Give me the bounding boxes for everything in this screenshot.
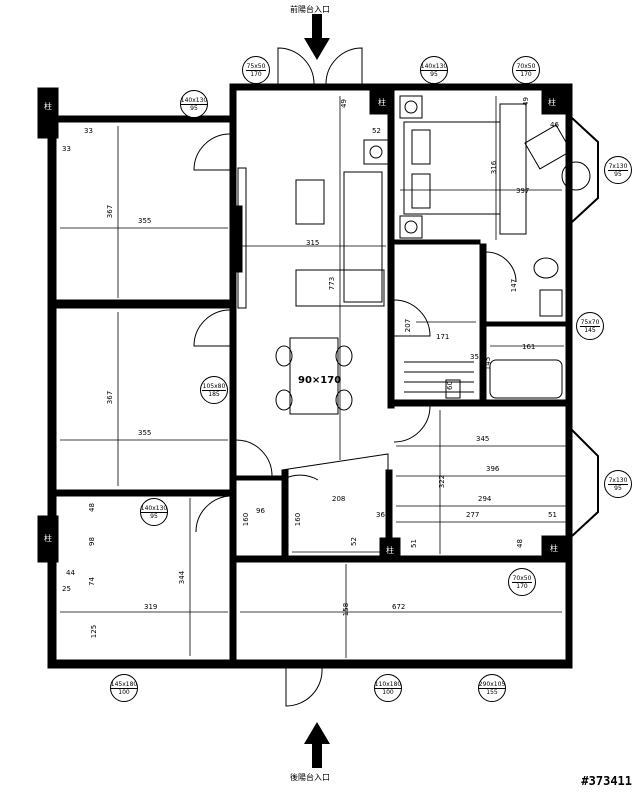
outer-wall-left <box>47 117 57 667</box>
partition-10 <box>485 321 567 327</box>
dim-label: 36 <box>376 511 385 519</box>
dim-label: 207 <box>404 318 413 333</box>
dim-label: 316 <box>490 160 499 175</box>
dim-label: 397 <box>516 187 530 195</box>
dim-label: 52 <box>372 127 381 135</box>
dim-label: 44 <box>66 569 75 577</box>
pillar-label: 柱 <box>38 96 58 116</box>
pillar-label: 柱 <box>380 540 400 560</box>
rear-entry-label: 後陽台入口 <box>290 773 330 782</box>
dim-label: 49 <box>521 97 530 106</box>
pillar-label: 柱 <box>370 92 394 112</box>
dim-label: 147 <box>510 278 519 293</box>
dim-label: 208 <box>332 495 346 503</box>
dim-label: 25 <box>62 585 71 593</box>
dim-label: 98 <box>87 537 96 546</box>
dim-label: 294 <box>478 495 492 503</box>
dim-label: 33 <box>84 127 93 135</box>
partition-9 <box>235 475 287 481</box>
front-entry-arrow <box>304 14 330 60</box>
dim-label: 672 <box>392 603 406 611</box>
partition-6 <box>393 239 481 245</box>
rear-entry-arrow <box>304 722 330 768</box>
dim-label: 33 <box>62 145 71 153</box>
dining-table <box>289 337 339 415</box>
pillar-label: 柱 <box>38 528 58 548</box>
reference-id: #373411 <box>581 774 632 788</box>
partition-5 <box>479 243 487 401</box>
wardrobe <box>499 103 527 235</box>
dim-label: 160 <box>242 512 251 527</box>
partition-7 <box>281 469 289 561</box>
dim-label: 35 <box>470 353 479 361</box>
wall-vertical-2 <box>387 89 395 409</box>
dim-label: 344 <box>178 570 187 585</box>
dim-label: 161 <box>522 343 536 351</box>
dim-label: 52 <box>349 537 358 546</box>
dim-label: 171 <box>436 333 450 341</box>
armchair <box>524 124 572 170</box>
dim-label: 51 <box>548 511 557 519</box>
partition-4 <box>393 399 567 407</box>
dim-label: 773 <box>328 276 337 291</box>
dim-label: 319 <box>144 603 158 611</box>
pillar-label: 柱 <box>542 92 562 112</box>
dim-label: 158 <box>342 602 351 617</box>
dim-label: 367 <box>106 390 115 405</box>
dim-label: 355 <box>138 429 152 437</box>
dining-table-size: 90×170 <box>298 375 342 386</box>
dim-label: 322 <box>438 474 447 489</box>
dim-label: 48 <box>87 503 96 512</box>
dim-label: 51 <box>409 539 418 548</box>
outer-wall-top-left <box>47 115 235 123</box>
bay-window-top <box>571 117 599 223</box>
dim-label: 125 <box>90 624 99 639</box>
dim-label: 60 <box>445 381 454 390</box>
coffee-table <box>295 179 325 225</box>
dim-label: 46 <box>550 121 559 129</box>
pillar-label: 柱 <box>544 538 564 558</box>
dim-label: 355 <box>138 217 152 225</box>
bay-window-bottom <box>571 429 599 537</box>
dim-label: 96 <box>256 507 265 515</box>
dim-label: 49 <box>339 99 348 108</box>
wall-right <box>565 83 573 669</box>
partition-1 <box>55 299 233 309</box>
dim-label: 145 <box>484 356 493 371</box>
front-entry-label: 前陽台入口 <box>290 5 330 14</box>
sofa <box>343 171 383 303</box>
dim-label: 160 <box>294 512 303 527</box>
dim-label: 315 <box>306 239 320 247</box>
dim-label: 48 <box>515 539 524 548</box>
dim-label: 396 <box>486 465 500 473</box>
bathtub <box>489 359 563 399</box>
dim-label: 345 <box>476 435 490 443</box>
dim-label: 74 <box>87 577 96 586</box>
master-bed <box>403 121 501 215</box>
dim-label: 277 <box>466 511 480 519</box>
dim-label: 367 <box>106 204 115 219</box>
